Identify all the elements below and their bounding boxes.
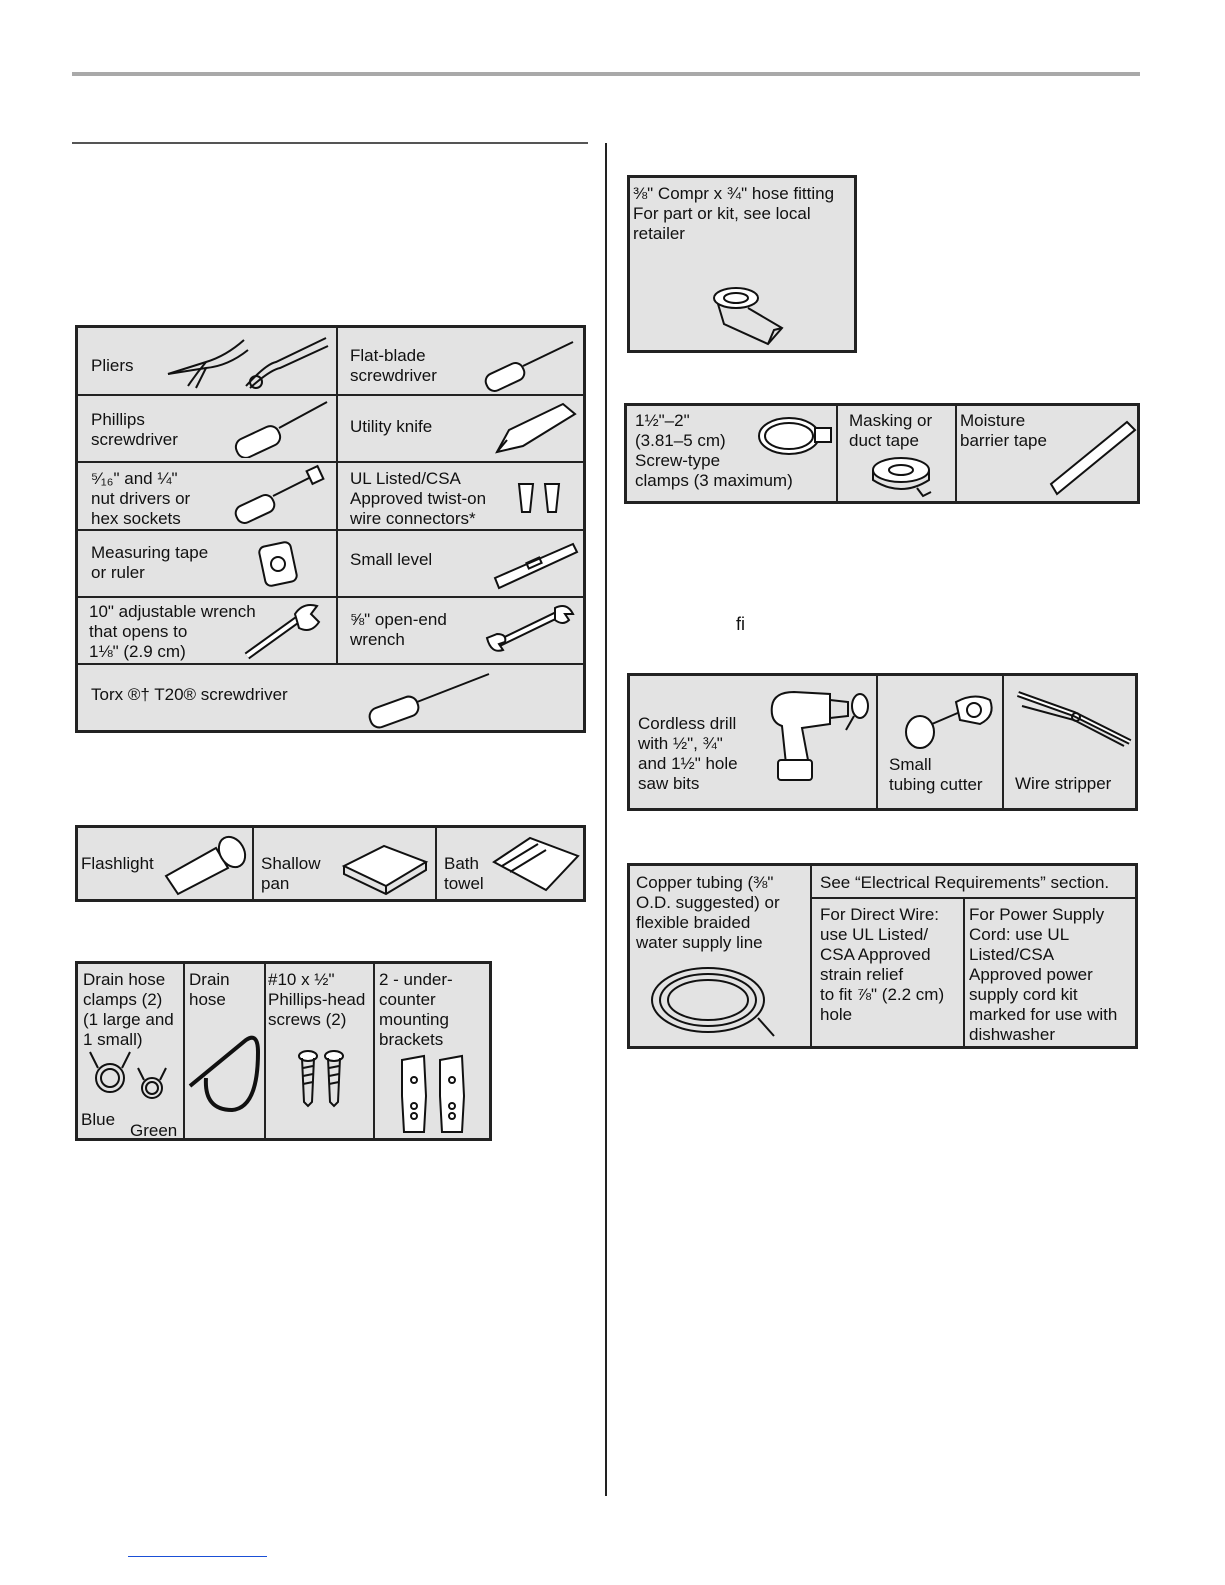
tool-tubing-cutter: Small tubing cutter xyxy=(889,755,983,794)
supply-see-electrical: See “Electrical Requirements” section. xyxy=(820,873,1110,892)
screw-icon xyxy=(298,1050,344,1108)
part-drain-hose-clamps: Drain hose clamps (2) (1 large and 1 sma… xyxy=(83,970,174,1049)
adjustable-wrench-icon xyxy=(244,604,321,660)
flashlight-icon xyxy=(164,835,247,896)
footer-link-underline xyxy=(128,1556,267,1557)
wire-stripper-icon xyxy=(1016,691,1132,747)
part-drain-hose: Drain hose xyxy=(189,970,230,1009)
helper-table: Flashlight Shallow pan Bath towel xyxy=(75,825,586,902)
tools-table: Pliers Flat-blade screwdriver Phillips s… xyxy=(75,325,586,733)
phillips-screwdriver-icon xyxy=(234,401,328,458)
part-brackets: 2 - under- counter mounting brackets xyxy=(379,970,453,1049)
part-screws: #10 x ½" Phillips-head screws (2) xyxy=(268,970,366,1029)
tool-torx: Torx ®† T20® screwdriver xyxy=(91,685,288,704)
utility-knife-icon xyxy=(495,402,577,454)
tool-wire-stripper: Wire stripper xyxy=(1015,774,1112,793)
drain-hose-icon xyxy=(188,1035,261,1113)
tape-table: 1½"–2" (3.81–5 cm) Screw-type clamps (3 … xyxy=(624,403,1140,504)
supply-power-cord: For Power Supply Cord: use UL Listed/CSA… xyxy=(969,905,1118,1044)
pliers-icon xyxy=(167,337,329,389)
barrier-tape-icon xyxy=(1049,420,1137,496)
supply-table: Copper tubing (⅜" O.D. suggested) or fle… xyxy=(627,863,1138,1049)
wire-connector-icon xyxy=(517,483,561,513)
item-flashlight: Flashlight xyxy=(81,854,154,873)
tool-flat-blade: Flat-blade screwdriver xyxy=(350,346,437,385)
item-shallow-pan: Shallow pan xyxy=(261,854,321,893)
hose-fitting-icon xyxy=(713,287,784,346)
measuring-tape-icon xyxy=(258,541,298,587)
tape-screw-clamps: 1½"–2" (3.81–5 cm) Screw-type clamps (3 … xyxy=(635,411,793,490)
tape-masking: Masking or duct tape xyxy=(849,411,933,450)
nut-driver-icon xyxy=(234,464,325,524)
copper-coil-icon xyxy=(651,967,775,1037)
column-divider xyxy=(605,143,607,1496)
tool-open-end-wrench: ⅝" open-end wrench xyxy=(350,610,447,649)
parts-table: Drain hose clamps (2) (1 large and 1 sma… xyxy=(75,961,492,1141)
tool-cordless-drill: Cordless drill with ½", ¾" and 1½" hole … xyxy=(638,714,738,793)
clamp-blue-label: Blue xyxy=(81,1110,116,1129)
pan-icon xyxy=(341,844,429,896)
stray-glyph: ﬁ xyxy=(736,614,745,634)
supply-direct-wire: For Direct Wire: use UL Listed/ CSA Appr… xyxy=(820,905,945,1024)
clamp-icon xyxy=(89,1051,167,1099)
hose-fitting-box: ⅜" Compr x ¾" hose fitting For part or k… xyxy=(627,175,857,353)
tool-adjustable-wrench: 10" adjustable wrench that opens to 1⅛" … xyxy=(89,602,256,661)
tubing-cutter-icon xyxy=(905,695,993,749)
tool-wire-connectors: UL Listed/CSA Approved twist-on wire con… xyxy=(350,469,487,528)
tool-phillips: Phillips screwdriver xyxy=(91,410,178,449)
drill-table: Cordless drill with ½", ¾" and 1½" hole … xyxy=(627,673,1138,811)
screw-clamp-icon xyxy=(758,417,832,455)
tool-measuring-tape: Measuring tape or ruler xyxy=(91,543,209,582)
torx-screwdriver-icon xyxy=(368,673,490,729)
tool-small-level: Small level xyxy=(350,550,433,569)
towel-icon xyxy=(492,836,580,892)
tool-utility-knife: Utility knife xyxy=(350,417,433,436)
bracket-icon xyxy=(401,1054,466,1133)
open-end-wrench-icon xyxy=(485,605,575,652)
tool-pliers: Pliers xyxy=(91,356,134,375)
level-icon xyxy=(493,542,579,590)
tape-roll-icon xyxy=(872,457,932,498)
header-rule xyxy=(72,72,1140,76)
supply-copper-tubing: Copper tubing (⅜" O.D. suggested) or fle… xyxy=(636,873,780,952)
section-rule xyxy=(72,142,588,144)
tool-nut-drivers: ⁵⁄₁₆" and ¼" nut drivers or hex sockets xyxy=(91,469,191,528)
drill-icon xyxy=(770,690,869,781)
item-bath-towel: Bath towel xyxy=(444,854,484,893)
clamp-green-label: Green xyxy=(130,1121,178,1140)
screwdriver-icon xyxy=(484,341,574,392)
tape-moisture-barrier: Moisture barrier tape xyxy=(960,411,1047,450)
hose-fitting-text: ⅜" Compr x ¾" hose fitting For part or k… xyxy=(633,184,835,243)
